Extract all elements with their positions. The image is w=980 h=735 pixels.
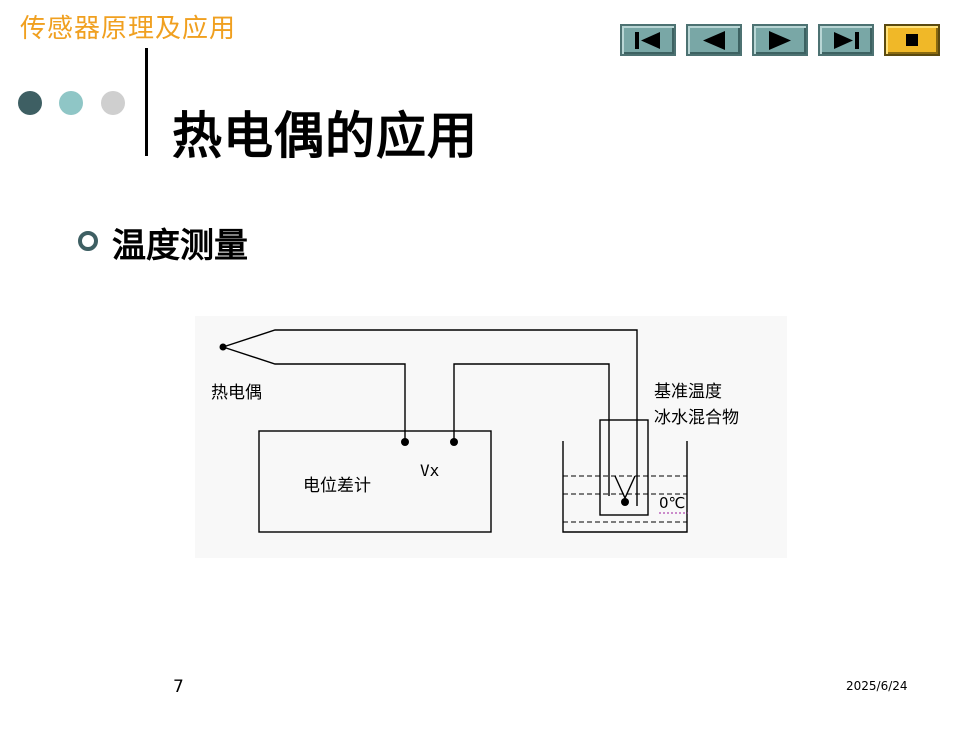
- bullet-text: 温度测量: [112, 226, 248, 266]
- decor-dot-dark: [18, 91, 42, 115]
- skip-last-icon: [834, 32, 859, 49]
- ice-water-container: [562, 441, 688, 533]
- thermocouple-wire-lower: [222, 346, 406, 442]
- stop-icon: [906, 34, 918, 46]
- temperature-label: 0℃: [659, 494, 685, 512]
- thermocouple-wire-upper: [222, 329, 638, 506]
- title-divider: [145, 48, 148, 156]
- slide-date: 2025/6/24: [846, 679, 908, 693]
- first-slide-button[interactable]: [620, 24, 676, 56]
- potentiometer-label: 电位差计: [303, 476, 371, 496]
- play-forward-icon: [769, 31, 791, 50]
- voltage-label: Vx: [420, 461, 440, 480]
- cold-junction-point: [621, 498, 629, 506]
- last-slide-button[interactable]: [818, 24, 874, 56]
- decor-dot-gray: [101, 91, 125, 115]
- reference-probe: [599, 419, 649, 516]
- previous-slide-button[interactable]: [686, 24, 742, 56]
- hot-junction-point: [219, 343, 227, 351]
- play-back-icon: [703, 31, 725, 50]
- decor-dot-teal: [59, 91, 83, 115]
- next-slide-button[interactable]: [752, 24, 808, 56]
- reference-label-line2: 冰水混合物: [654, 408, 739, 428]
- end-show-button[interactable]: [884, 24, 940, 56]
- potentiometer-terminal-1: [401, 438, 409, 446]
- page-number: 7: [173, 677, 184, 697]
- potentiometer-box: [258, 430, 492, 533]
- reference-label-line1: 基准温度: [654, 382, 722, 402]
- thermocouple-label: 热电偶: [211, 383, 262, 403]
- reference-wire: [453, 363, 610, 496]
- skip-first-icon: [635, 32, 660, 49]
- bullet-ring-icon: [78, 231, 98, 251]
- slide-title: 热电偶的应用: [172, 107, 478, 165]
- thermocouple-circuit-diagram: 热电偶 电位差计 Vx 基准温度 冰水混合物 0℃: [195, 316, 787, 558]
- potentiometer-terminal-2: [450, 438, 458, 446]
- course-title: 传感器原理及应用: [20, 14, 237, 44]
